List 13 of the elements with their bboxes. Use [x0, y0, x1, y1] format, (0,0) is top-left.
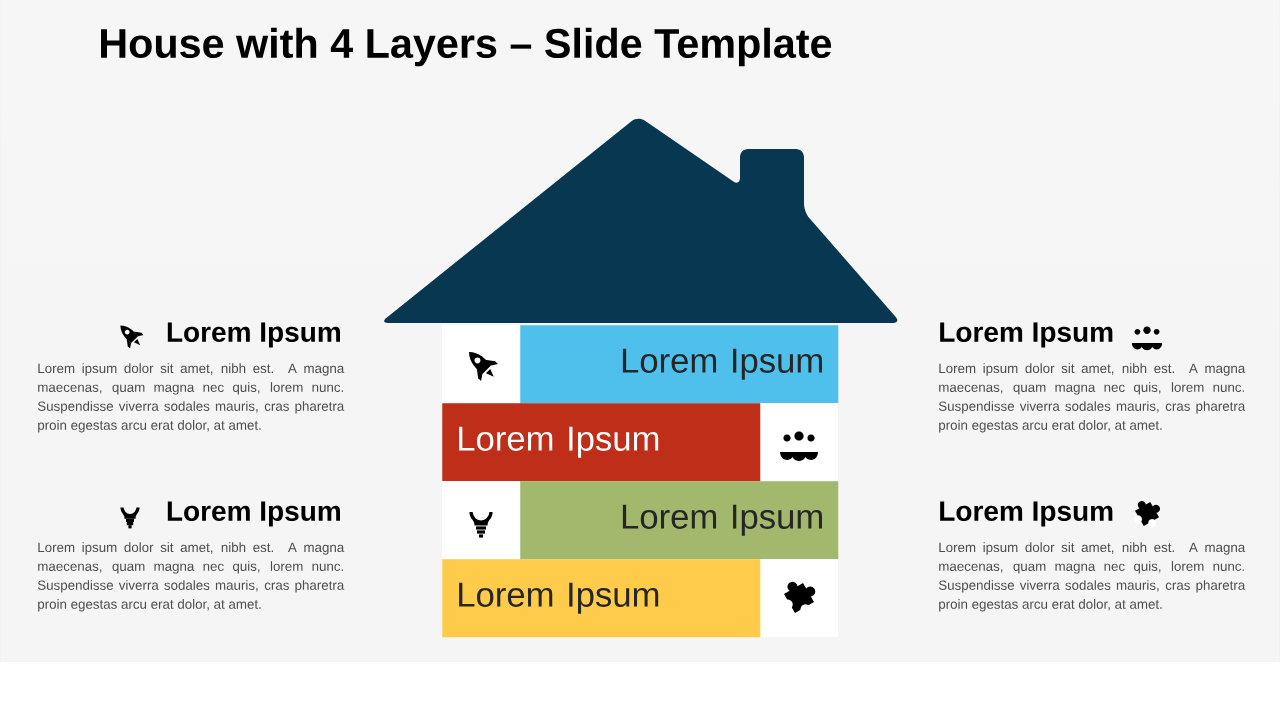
layer-band: Lorem Ipsum [520, 481, 839, 560]
item-description: Lorem ipsum dolor sit amet, nibh est. A magna maecenas, quam magna nec quis, lorem nunc. Suspendisse viverra sodales mauris, cras pharetra proin egestas arcu erat dolor, at amet. [37, 542, 345, 612]
item-description: Lorem ipsum dolor sit amet, nibh est. A magna maecenas, quam magna nec quis, lorem nunc. Suspendisse viverra sodales mauris, cras pharetra proin egestas arcu erat dolor, at amet. [938, 542, 1246, 612]
item-heading: Lorem Ipsum [940, 501, 1113, 527]
layer-band: Lorem Ipsum [442, 403, 761, 482]
item-heading: Lorem Ipsum [940, 322, 1113, 348]
slide-title: House with 4 Layers – Slide Template [101, 27, 832, 67]
layer-band: Lorem Ipsum [520, 325, 839, 404]
item-description: Lorem ipsum dolor sit amet, nibh est. A magna maecenas, quam magna nec quis, lorem nunc. Suspendisse viverra sodales mauris, cras pharetra proin egestas arcu erat dolor, at amet. [938, 363, 1246, 433]
item-description: Lorem ipsum dolor sit amet, nibh est. A magna maecenas, quam magna nec quis, lorem nunc. Suspendisse viverra sodales mauris, cras pharetra proin egestas arcu erat dolor, at amet. [37, 363, 345, 433]
item-heading: Lorem Ipsum [167, 322, 340, 348]
layer-band: Lorem Ipsum [442, 559, 761, 638]
item-heading: Lorem Ipsum [167, 501, 340, 527]
